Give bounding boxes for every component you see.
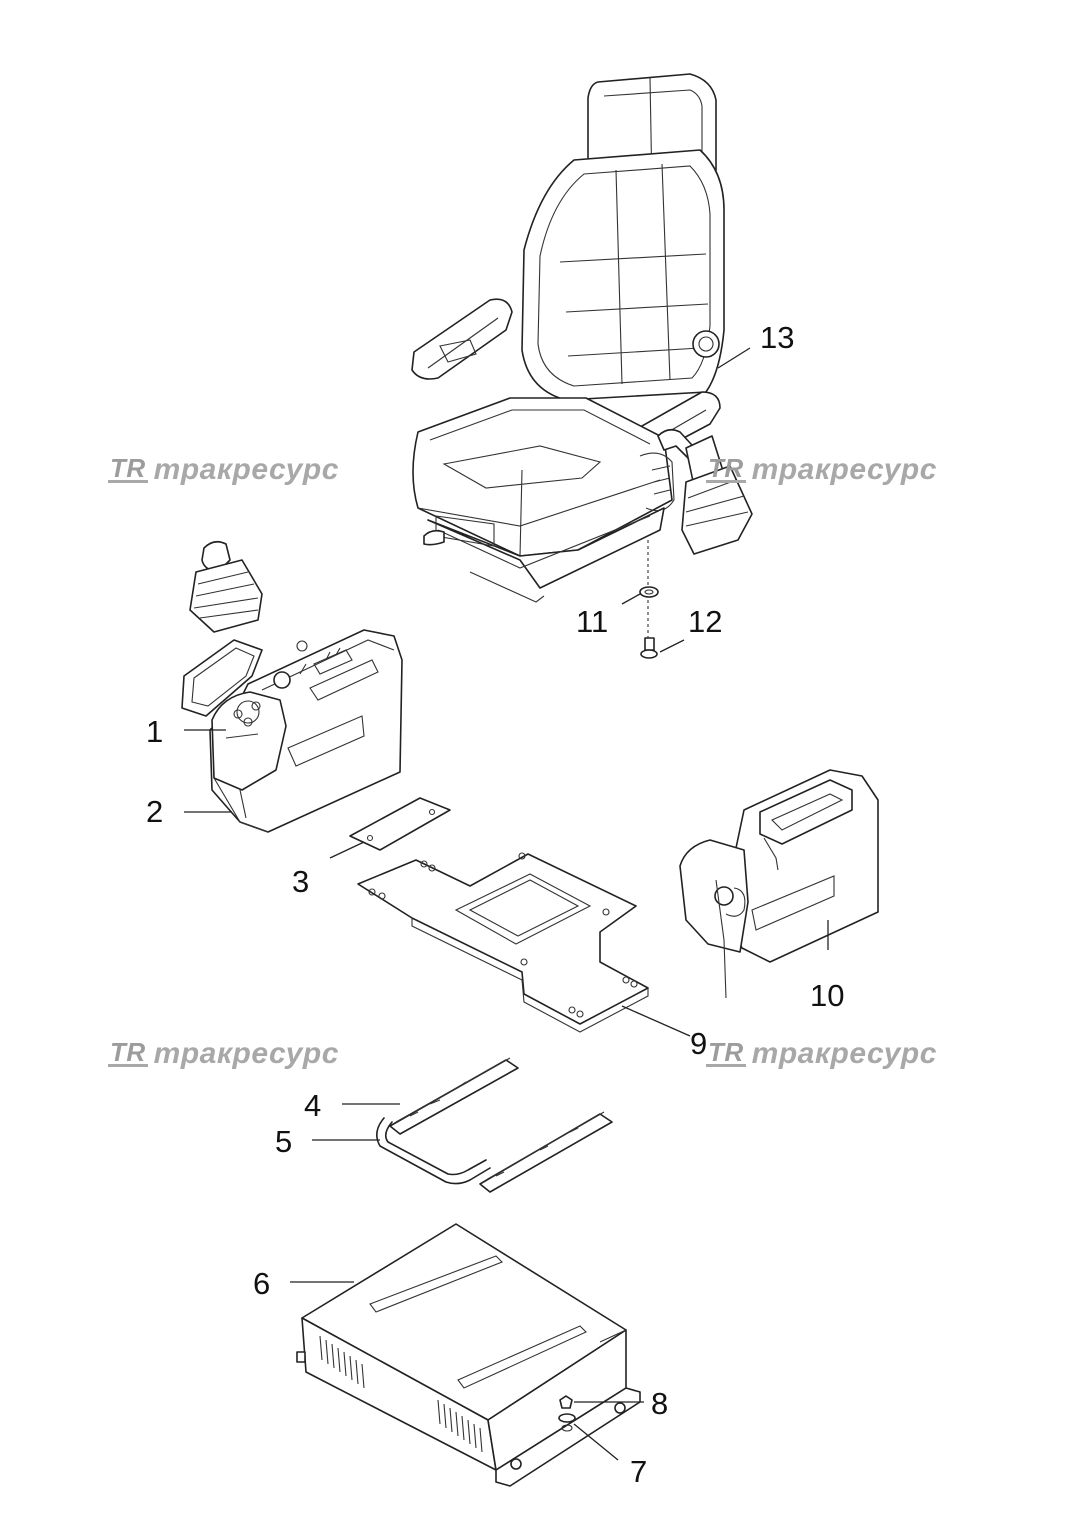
watermark-brand: тракресурс — [153, 453, 339, 486]
callout-13: 13 — [760, 320, 795, 355]
leader-3 — [329, 841, 365, 859]
watermark-monogram: TR — [706, 1036, 746, 1068]
watermark-logo: TR тракресурс — [706, 1034, 937, 1074]
callout-6: 6 — [253, 1266, 271, 1301]
right-control-console — [657, 428, 879, 999]
callout-3: 3 — [292, 864, 310, 899]
callout-8: 8 — [651, 1386, 669, 1421]
mounting-frame — [357, 852, 691, 1037]
leader-12 — [659, 639, 685, 653]
adapter-plate — [329, 797, 451, 859]
watermark-monogram: TR — [108, 1036, 148, 1068]
callout-7: 7 — [630, 1454, 648, 1489]
callout-9: 9 — [690, 1026, 708, 1061]
left-control-console — [181, 540, 403, 833]
slide-rails — [312, 1057, 613, 1193]
leader-11 — [621, 593, 641, 605]
callout-10: 10 — [810, 978, 845, 1013]
watermark-brand: тракресурс — [751, 453, 937, 486]
watermark-brand: тракресурс — [751, 1037, 937, 1070]
callout-4: 4 — [304, 1088, 322, 1123]
watermark-logo: TR тракресурс — [108, 1034, 339, 1074]
callout-1: 1 — [146, 714, 164, 749]
watermark-monogram: TR — [108, 452, 148, 484]
watermark-logo: TR тракресурс — [108, 450, 339, 490]
leader-9 — [621, 1005, 691, 1037]
watermark-brand: тракресурс — [153, 1037, 339, 1070]
watermark-monogram: TR — [706, 452, 746, 484]
callout-11: 11 — [576, 604, 609, 639]
seat-fasteners — [621, 540, 685, 659]
callout-2: 2 — [146, 794, 164, 829]
leader-13 — [717, 347, 751, 369]
watermark-logo: TR тракресурс — [706, 450, 937, 490]
callout-5: 5 — [275, 1124, 293, 1159]
leader-7 — [573, 1423, 619, 1461]
operator-seat — [411, 73, 751, 603]
seat-base-box — [290, 1223, 644, 1487]
callout-12: 12 — [688, 604, 723, 639]
